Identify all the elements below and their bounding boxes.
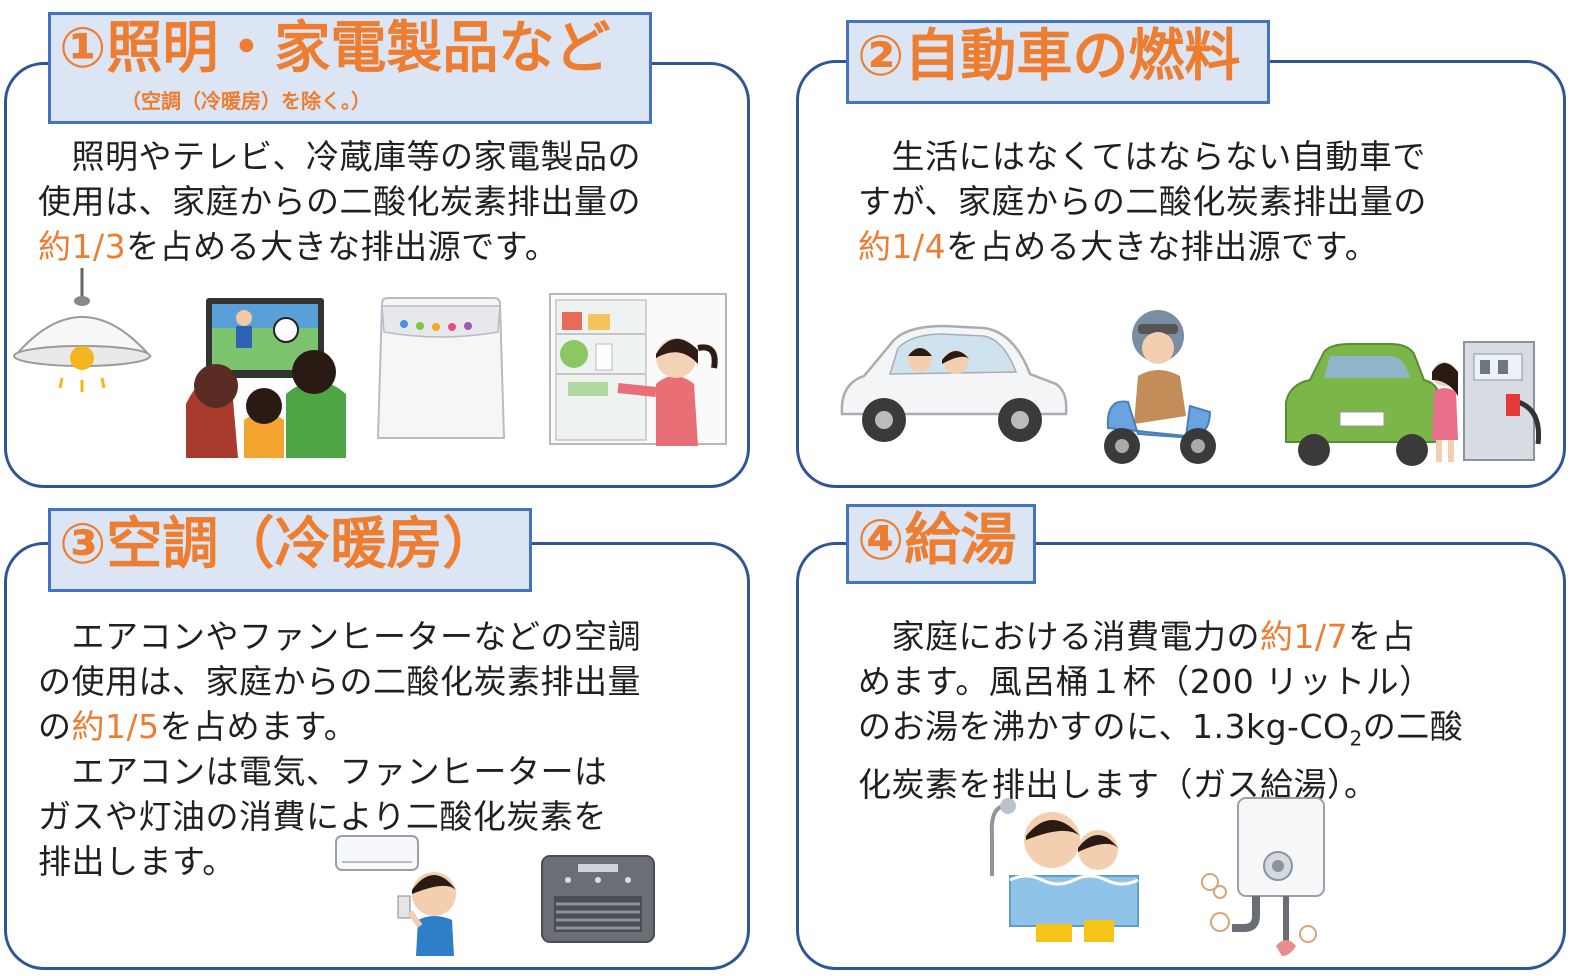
panel-hot-water: [796, 542, 1566, 970]
panel-2-body: 生活にはなくてはならない自動車で すが、家庭からの二酸化炭素排出量の 約1/4を…: [858, 134, 1427, 269]
co2-subscript: 2: [1349, 726, 1363, 751]
green-car-at-gas-station-icon: [1285, 341, 1542, 466]
panel-4-line-1: 家庭における消費電力の約1/7を占: [858, 617, 1416, 656]
panel-2-highlight: 約1/4: [858, 227, 947, 266]
bath-with-father-and-child-icon: [989, 798, 1139, 942]
panel-1-line-2: 使用は、家庭からの二酸化炭素排出量の: [38, 182, 641, 221]
panel-4-title: ④給湯: [857, 508, 1017, 573]
panel-4-line-3: のお湯を沸かすのに、1.3kg-CO2の二酸: [858, 707, 1464, 751]
fan-heater-icon: [541, 855, 655, 943]
panel-1-body: 照明やテレビ、冷蔵庫等の家電製品の 使用は、家庭からの二酸化炭素排出量の 約1/…: [38, 134, 641, 269]
panel-1-line-1: 照明やテレビ、冷蔵庫等の家電製品の: [38, 137, 641, 176]
panel-4-line-2: めます。風呂桶１杯（200 リットル）: [858, 662, 1433, 701]
panel-2-line-1: 生活にはなくてはならない自動車で: [858, 137, 1426, 176]
panel-4-title-tab: ④給湯: [846, 504, 1036, 584]
panel-3-line-3: の約1/5を占めます。: [38, 707, 358, 746]
panel-4-highlight: 約1/7: [1260, 617, 1349, 656]
panel-2-line-2: すが、家庭からの二酸化炭素排出量の: [858, 182, 1427, 221]
panel-3-title: ③空調（冷暖房）: [59, 512, 499, 577]
panel-2-title-tab: ②自動車の燃料: [846, 20, 1270, 104]
panel-3-line-5: ガスや灯油の消費により二酸化炭素を: [38, 797, 607, 836]
panel-3-highlight: 約1/5: [71, 707, 160, 746]
panel-1-title: ①照明・家電製品など: [59, 16, 611, 81]
panel-1-subtitle: （空調（冷暖房）を除く。）: [121, 89, 371, 113]
panel-1-highlight: 約1/3: [38, 227, 127, 266]
pendant-lamp-icon: [12, 268, 153, 392]
woman-at-refrigerator-icon: [549, 293, 727, 446]
family-watching-tv-icon: [186, 298, 346, 458]
panel-3-body: エアコンやファンヒーターなどの空調 の使用は、家庭からの二酸化炭素排出量 の約1…: [38, 614, 641, 884]
panel-4-line-4: 化炭素を排出します（ガス給湯）。: [858, 764, 1378, 804]
panel-2-line-3: 約1/4を占める大きな排出源です。: [858, 227, 1379, 266]
gas-water-heater-icon: [1201, 797, 1325, 956]
panel-3-line-1: エアコンやファンヒーターなどの空調: [38, 617, 641, 656]
panel-1-line-3: 約1/3を占める大きな排出源です。: [38, 227, 559, 266]
scooter-rider-icon: [1104, 310, 1216, 464]
white-car-icon: [840, 324, 1068, 442]
panel-3-title-tab: ③空調（冷暖房）: [48, 508, 532, 592]
panel-3-line-6: 排出します。: [38, 842, 236, 881]
panel-3-line-2: の使用は、家庭からの二酸化炭素排出量: [38, 662, 641, 701]
panel-2-title: ②自動車の燃料: [857, 24, 1241, 89]
air-conditioner-with-boy-icon: [335, 835, 456, 956]
panel-1-title-tab: ①照明・家電製品など （空調（冷暖房）を除く。）: [48, 12, 652, 124]
washing-machine-icon: [376, 297, 506, 439]
panel-4-body: 家庭における消費電力の約1/7を占 めます。風呂桶１杯（200 リットル） のお…: [858, 614, 1463, 807]
panel-3-line-4: エアコンは電気、ファンヒーターは: [38, 752, 608, 791]
